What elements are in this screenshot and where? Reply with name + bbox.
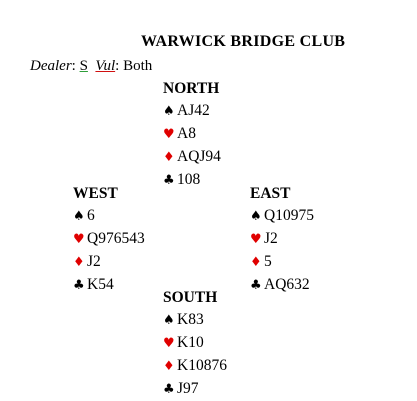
dealer-separator: : xyxy=(71,58,80,74)
spade-icon: ♠ xyxy=(73,209,85,224)
heart-icon: ♥ xyxy=(163,127,175,142)
diamonds-cards: K10876 xyxy=(177,357,227,374)
diamonds-cards: J2 xyxy=(87,253,101,270)
diamonds-holding: ♦J2 xyxy=(73,251,145,274)
club-icon: ♣ xyxy=(163,382,175,397)
south-hand: SOUTH ♠K83 ♥K10 ♦K10876 ♣J97 xyxy=(163,287,227,401)
hearts-cards: Q976543 xyxy=(87,230,145,247)
hand-name: EAST xyxy=(250,185,291,202)
vulnerability-value: Both xyxy=(123,58,153,74)
spades-holding: ♠K83 xyxy=(163,309,227,332)
hearts-cards: A8 xyxy=(177,125,196,142)
diamond-icon: ♦ xyxy=(73,255,85,270)
spades-cards: Q10975 xyxy=(264,207,314,224)
hearts-holding: ♥K10 xyxy=(163,332,227,355)
heart-icon: ♥ xyxy=(73,232,85,247)
clubs-holding: ♣AQ632 xyxy=(250,274,314,297)
hearts-holding: ♥Q976543 xyxy=(73,228,145,251)
club-title: WARWICK BRIDGE CLUB xyxy=(141,33,346,50)
clubs-holding: ♣108 xyxy=(163,169,221,192)
dealer-label: Dealer xyxy=(30,58,72,74)
spades-holding: ♠AJ42 xyxy=(163,100,221,123)
diamonds-cards: AQJ94 xyxy=(177,148,221,165)
west-hand: WEST ♠6 ♥Q976543 ♦J2 ♣K54 xyxy=(73,183,145,297)
spade-icon: ♠ xyxy=(250,209,262,224)
diamonds-holding: ♦AQJ94 xyxy=(163,146,221,169)
north-hand: NORTH ♠AJ42 ♥A8 ♦AQJ94 ♣108 xyxy=(163,78,221,192)
diamonds-holding: ♦5 xyxy=(250,251,314,274)
spades-cards: 6 xyxy=(87,207,95,224)
east-hand: EAST ♠Q10975 ♥J2 ♦5 ♣AQ632 xyxy=(250,183,314,297)
hand-name: SOUTH xyxy=(163,289,218,306)
clubs-cards: J97 xyxy=(177,380,199,397)
dealer-vulnerability-line: Dealer: S Vul: Both xyxy=(30,58,152,75)
dealer-value: S xyxy=(79,58,88,74)
spades-holding: ♠6 xyxy=(73,205,145,228)
vulnerability-label: Vul xyxy=(95,58,116,74)
hand-name: NORTH xyxy=(163,80,220,97)
diamond-icon: ♦ xyxy=(250,255,262,270)
vulnerability-separator: : xyxy=(115,58,124,74)
diamonds-cards: 5 xyxy=(264,253,272,270)
club-icon: ♣ xyxy=(163,173,175,188)
heart-icon: ♥ xyxy=(163,336,175,351)
diamonds-holding: ♦K10876 xyxy=(163,355,227,378)
hearts-cards: K10 xyxy=(177,334,204,351)
club-icon: ♣ xyxy=(250,278,262,293)
spade-icon: ♠ xyxy=(163,104,175,119)
clubs-cards: AQ632 xyxy=(264,276,310,293)
clubs-cards: K54 xyxy=(87,276,114,293)
heart-icon: ♥ xyxy=(250,232,262,247)
hand-name: WEST xyxy=(73,185,118,202)
hearts-holding: ♥J2 xyxy=(250,228,314,251)
spades-cards: K83 xyxy=(177,311,204,328)
hearts-cards: J2 xyxy=(264,230,278,247)
clubs-holding: ♣J97 xyxy=(163,378,227,401)
clubs-holding: ♣K54 xyxy=(73,274,145,297)
club-icon: ♣ xyxy=(73,278,85,293)
spades-holding: ♠Q10975 xyxy=(250,205,314,228)
spade-icon: ♠ xyxy=(163,313,175,328)
spades-cards: AJ42 xyxy=(177,102,210,119)
diamond-icon: ♦ xyxy=(163,150,175,165)
diamond-icon: ♦ xyxy=(163,359,175,374)
hearts-holding: ♥A8 xyxy=(163,123,221,146)
clubs-cards: 108 xyxy=(177,171,201,188)
